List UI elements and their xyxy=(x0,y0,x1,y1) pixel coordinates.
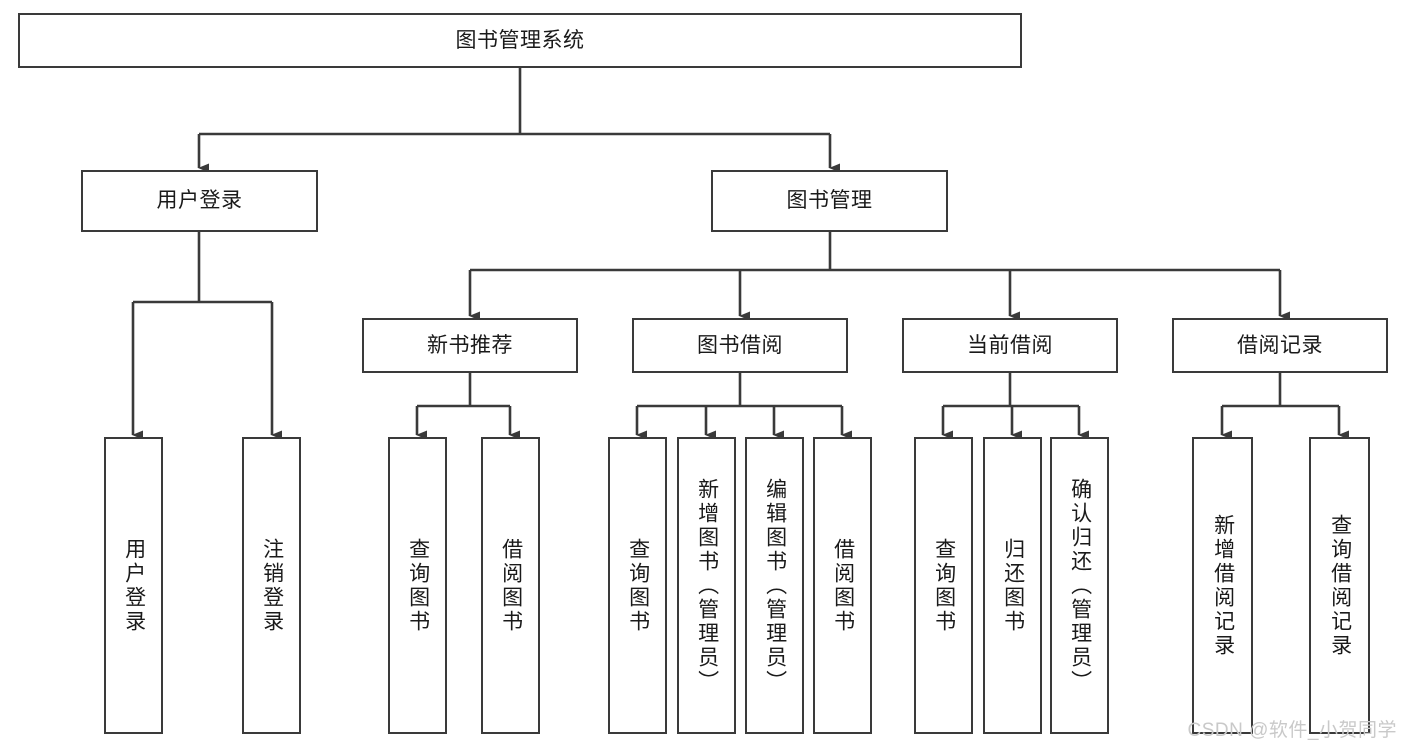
node-book-borrow-label: 图书借阅 xyxy=(697,333,783,357)
node-book-management[interactable]: 图书管理 xyxy=(711,170,948,232)
leaf-logout[interactable]: 注销登录 xyxy=(242,437,301,734)
node-root[interactable]: 图书管理系统 xyxy=(18,13,1022,68)
leaf-query-borrow-record[interactable]: 查询借阅记录 xyxy=(1309,437,1370,734)
node-current-borrow-label: 当前借阅 xyxy=(967,333,1053,357)
node-root-label: 图书管理系统 xyxy=(455,28,585,52)
leaf-logout-label: 注销登录 xyxy=(260,537,284,634)
leaf-borrow-book-rec-label: 借阅图书 xyxy=(499,537,523,634)
leaf-query-book-rec-label: 查询图书 xyxy=(406,537,430,634)
leaf-query-book-current[interactable]: 查询图书 xyxy=(914,437,973,734)
leaf-borrow-book-label: 借阅图书 xyxy=(831,537,855,634)
leaf-borrow-book-rec[interactable]: 借阅图书 xyxy=(481,437,540,734)
leaf-return-book[interactable]: 归还图书 xyxy=(983,437,1042,734)
leaf-user-login[interactable]: 用户登录 xyxy=(104,437,163,734)
node-book-management-label: 图书管理 xyxy=(786,189,873,213)
leaf-query-book-borrow-label: 查询图书 xyxy=(626,537,650,634)
leaf-user-login-label: 用户登录 xyxy=(122,537,146,634)
leaf-add-book-admin-label: 新增图书（管理员） xyxy=(695,477,719,694)
leaf-add-book-admin[interactable]: 新增图书（管理员） xyxy=(677,437,736,734)
leaf-add-borrow-record[interactable]: 新增借阅记录 xyxy=(1192,437,1253,734)
node-borrow-record[interactable]: 借阅记录 xyxy=(1172,318,1388,373)
leaf-add-borrow-record-label: 新增借阅记录 xyxy=(1211,513,1235,658)
node-borrow-record-label: 借阅记录 xyxy=(1237,333,1323,357)
node-user-login[interactable]: 用户登录 xyxy=(81,170,318,232)
leaf-confirm-return-admin-label: 确认归还（管理员） xyxy=(1068,477,1092,694)
leaf-confirm-return-admin[interactable]: 确认归还（管理员） xyxy=(1050,437,1109,734)
leaf-return-book-label: 归还图书 xyxy=(1001,537,1025,634)
leaf-borrow-book[interactable]: 借阅图书 xyxy=(813,437,872,734)
node-current-borrow[interactable]: 当前借阅 xyxy=(902,318,1118,373)
leaf-query-book-borrow[interactable]: 查询图书 xyxy=(608,437,667,734)
leaf-edit-book-admin[interactable]: 编辑图书（管理员） xyxy=(745,437,804,734)
leaf-query-book-current-label: 查询图书 xyxy=(932,537,956,634)
leaf-edit-book-admin-label: 编辑图书（管理员） xyxy=(763,477,787,694)
leaf-query-borrow-record-label: 查询借阅记录 xyxy=(1328,513,1352,658)
leaf-query-book-rec[interactable]: 查询图书 xyxy=(388,437,447,734)
node-user-login-label: 用户登录 xyxy=(156,189,243,213)
node-new-book-recommend-label: 新书推荐 xyxy=(427,333,513,357)
node-book-borrow[interactable]: 图书借阅 xyxy=(632,318,848,373)
node-new-book-recommend[interactable]: 新书推荐 xyxy=(362,318,578,373)
